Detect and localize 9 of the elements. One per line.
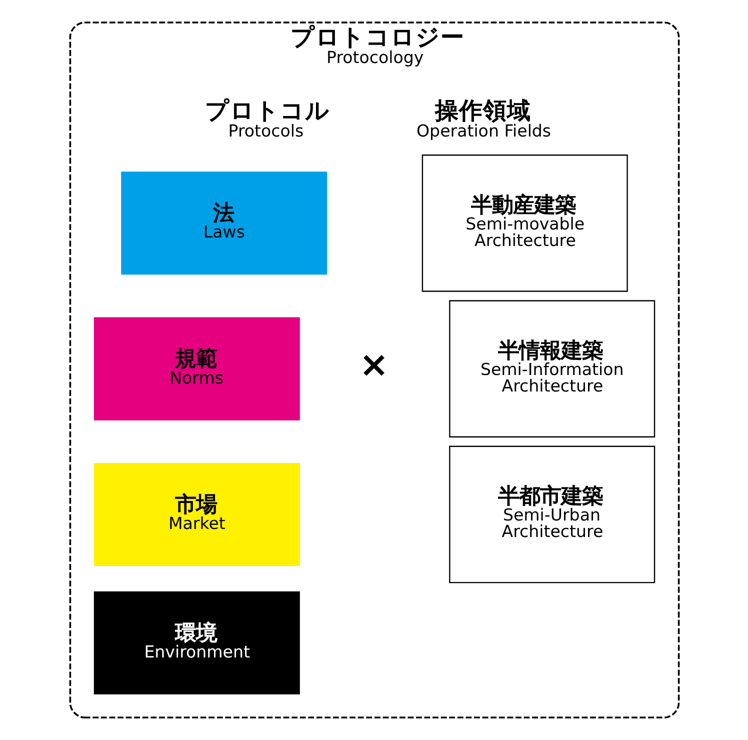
node-box: 半動産建築 Semi-movable Architecture [421,154,628,292]
node-box: 環境 Environment [93,591,300,694]
node-box: 半情報建築 Semi-Information Architecture [448,300,655,438]
label: × [358,344,388,386]
node-box: 法 Laws [120,172,327,275]
node-box: 半都市建築 Semi-Urban Architecture [448,446,655,584]
label: 操作領域 [434,96,530,124]
node-box: 規範 Norms [93,317,300,420]
node-box: 市場 Market [93,462,300,566]
